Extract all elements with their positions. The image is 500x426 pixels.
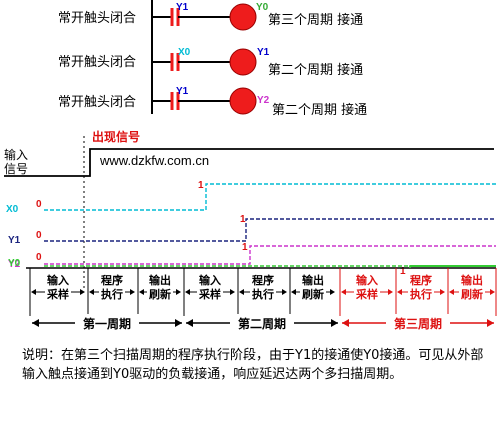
period-1: 第一周期 <box>32 314 182 332</box>
phase-label-line2: 刷新 <box>461 287 483 301</box>
ladder-diagram: 常开触头闭合 Y1 Y0 第三个周期 接通 常开触头闭合 X0 Y1 <box>58 0 367 118</box>
ladder-rung-3: 常开触头闭合 Y1 Y2 第二个周期 接通 <box>58 86 367 118</box>
phase-cell: 程序执行 <box>87 268 135 316</box>
phase-label-line1: 输入 <box>47 273 69 287</box>
signal-low-label: 0 <box>36 252 42 263</box>
coil-label: Y1 <box>257 47 270 58</box>
input-signal: 输入 信号 出现信号 www.dzkfw.com.cn <box>4 129 494 290</box>
x0-waveform <box>44 183 496 211</box>
signal-name: Y0 <box>8 258 21 269</box>
rung-caption: 第二个周期 接通 <box>272 102 367 118</box>
coil-icon <box>229 3 257 31</box>
coil-icon <box>229 48 257 76</box>
watermark: www.dzkfw.com.cn <box>99 153 209 168</box>
input-waveform <box>4 148 494 177</box>
signal-row-x0: X0 0 1 <box>6 180 496 215</box>
phase-label-line1: 程序 <box>101 273 123 287</box>
explanation-text: 说明：在第三个扫描周期的程序执行阶段，由于Y1的接通使Y0接通。可见从外部输入触… <box>22 348 484 382</box>
coil-icon <box>229 87 257 115</box>
signal-high-label: 1 <box>240 214 246 225</box>
phase-label-line2: 执行 <box>101 287 123 301</box>
phase-label-line2: 刷新 <box>302 287 324 301</box>
phase-label-line1: 输出 <box>149 273 171 287</box>
phase-cell: 程序执行 <box>395 268 445 316</box>
signal-low-label: 0 <box>36 230 42 241</box>
phase-label-line1: 输出 <box>461 273 483 287</box>
period-row: 第一周期 第二周期 第三周期 <box>32 314 494 332</box>
signal-appears-label: 出现信号 <box>92 129 140 144</box>
rung-label: 常开触头闭合 <box>58 55 136 70</box>
rung-label: 常开触头闭合 <box>58 95 136 110</box>
signal-high-label: 1 <box>400 266 406 277</box>
coil-label: Y0 <box>256 2 269 13</box>
period-label: 第三周期 <box>394 316 442 331</box>
signal-rows: X0 0 1 Y1 0 1 Y2 0 1 Y0 1 <box>6 180 496 277</box>
signal-name: Y2 <box>8 259 21 270</box>
phase-label-line2: 采样 <box>355 287 378 301</box>
phase-label-line2: 刷新 <box>149 287 171 301</box>
signal-high-label: 1 <box>198 180 204 191</box>
rung-caption: 第二个周期 接通 <box>268 62 363 78</box>
signal-name: Y1 <box>8 235 21 246</box>
ladder-rung-2: 常开触头闭合 X0 Y1 第二个周期 接通 <box>58 47 363 78</box>
signal-row-y2: Y2 0 1 <box>8 242 496 270</box>
phase-label-line1: 输入 <box>199 273 221 287</box>
phase-label-line1: 程序 <box>252 273 274 287</box>
signal-high-label: 1 <box>242 242 248 253</box>
phase-label-line2: 采样 <box>198 287 221 301</box>
y1-waveform <box>44 218 496 242</box>
period-label: 第二周期 <box>238 316 286 331</box>
signal-name: X0 <box>6 204 19 215</box>
phase-cell: 程序执行 <box>237 268 287 316</box>
phase-label-line1: 输入 <box>356 273 378 287</box>
signal-row-y1: Y1 0 1 <box>8 214 496 246</box>
signal-low-label: 0 <box>36 199 42 210</box>
input-label-line1: 输入 <box>4 147 28 162</box>
input-label-line2: 信号 <box>4 162 28 176</box>
period-3: 第三周期 <box>342 314 494 332</box>
rung-caption: 第三个周期 接通 <box>268 12 363 28</box>
contact-label: Y1 <box>176 2 189 13</box>
coil-label: Y2 <box>257 95 270 106</box>
phase-label-line2: 执行 <box>252 287 274 301</box>
ladder-rung-1: 常开触头闭合 Y1 Y0 第三个周期 接通 <box>58 2 363 31</box>
contact-label: X0 <box>178 47 191 58</box>
rung-label: 常开触头闭合 <box>58 11 136 26</box>
contact-label: Y1 <box>176 86 189 97</box>
period-label: 第一周期 <box>83 316 131 331</box>
phase-label-line1: 输出 <box>302 273 324 287</box>
phase-label-line1: 程序 <box>410 273 432 287</box>
phase-label-line2: 执行 <box>410 287 432 301</box>
phase-label-line2: 采样 <box>46 287 69 301</box>
y0-low-waveform <box>44 265 411 267</box>
y2-waveform <box>44 245 496 265</box>
period-2: 第二周期 <box>186 314 338 332</box>
